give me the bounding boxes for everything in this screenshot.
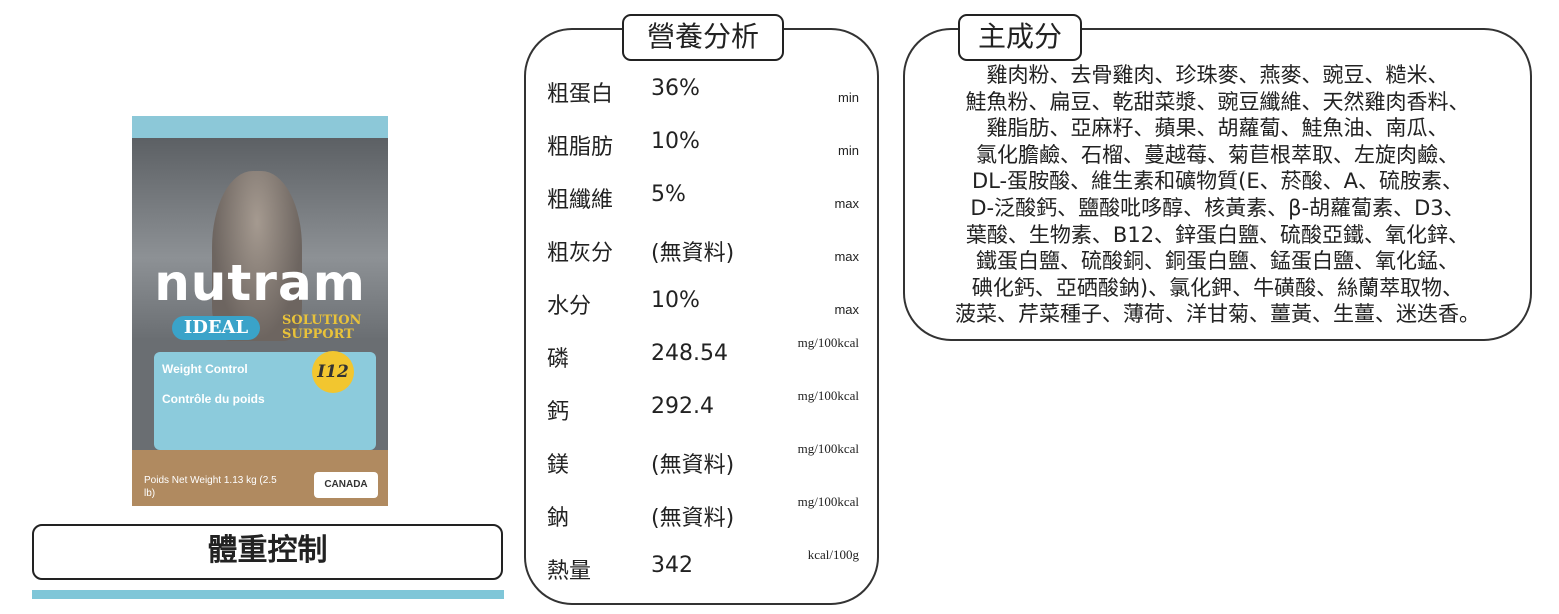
nutrition-row: 熱量 342 kcal/100g [547,547,859,593]
product-title: 體重控制 [32,524,503,580]
nutrient-value: 292.4 [651,394,714,419]
nutrient-label: 粗灰分 [547,241,614,266]
nutrient-label: 粗脂肪 [547,135,614,160]
line-subtitle: SOLUTION SUPPORT [282,313,362,342]
nutrient-value: 342 [651,553,693,578]
cat-illustration [212,171,302,341]
nutrition-row: 粗脂肪 10% min [547,129,859,169]
nutrient-value: 248.54 [651,341,728,366]
nutrition-row: 水分 10% max [547,288,859,328]
nutrient-label: 粗纖維 [547,188,614,213]
net-weight: Poids Net Weight 1.13 kg (2.5 lb) [144,475,277,499]
nutrient-value: 10% [651,288,700,313]
nutrient-unit: min [838,143,859,158]
nutrition-title: 營養分析 [622,14,784,61]
ingredients-line: 菠菜、芹菜種子、薄荷、洋甘菊、薑黃、生薑、迷迭香。 [955,302,1480,327]
nutrient-unit: mg/100kcal [797,441,859,456]
nutrient-unit: mg/100kcal [797,388,859,403]
ingredients-line: 雞脂肪、亞麻籽、蘋果、胡蘿蔔、鮭魚油、南瓜、 [986,116,1449,141]
nutrient-label: 鈉 [547,506,570,531]
product-name-fr: Contrôle du poids [162,392,265,406]
origin-label: CANADA [314,472,378,498]
nutrition-row: 粗灰分 (無資料) max [547,235,859,275]
ingredients-list: 雞肉粉、去骨雞肉、珍珠麥、燕麥、豌豆、糙米、鮭魚粉、扁豆、乾甜菜漿、豌豆纖維、天… [905,62,1530,328]
nutrition-row: 粗纖維 5% max [547,182,859,222]
nutrient-label: 水分 [547,294,592,319]
nutrient-unit: max [834,302,859,317]
nutrition-row: 鈉 (無資料) mg/100kcal [547,494,859,540]
ingredients-line: 雞肉粉、去骨雞肉、珍珠麥、燕麥、豌豆、糙米、 [986,63,1449,87]
ingredients-line: D-泛酸鈣、鹽酸吡哆醇、核黃素、β-胡蘿蔔素、D3、 [970,195,1465,220]
nutrition-row: 磷 248.54 mg/100kcal [547,335,859,381]
nutrient-unit: max [834,249,859,264]
ingredients-line: 鮭魚粉、扁豆、乾甜菜漿、豌豆纖維、天然雞肉香料、 [965,89,1470,114]
bag-top-band [132,116,388,138]
ingredients-panel [903,28,1532,341]
nutrient-label: 鈣 [547,400,570,425]
nutrient-unit: min [838,90,859,105]
nutrient-label: 磷 [547,347,570,372]
nutrient-value: 10% [651,129,700,154]
nutrient-label: 鎂 [547,453,570,478]
line-badge: IDEAL [172,316,260,340]
product-code-badge: I12 [312,351,354,393]
ingredients-line: 葉酸、生物素、B12、鋅蛋白鹽、硫酸亞鐵、氧化鋅、 [965,222,1470,247]
nutrient-label: 粗蛋白 [547,82,614,107]
ingredients-line: DL-蛋胺酸、維生素和礦物質(E、菸酸、A、硫胺素、 [972,169,1463,194]
nutrition-row: 鈣 292.4 mg/100kcal [547,388,859,434]
nutrient-unit: mg/100kcal [797,335,859,350]
nutrient-unit: kcal/100g [807,547,859,562]
nutrient-value: (無資料) [651,453,735,478]
ingredients-title: 主成分 [958,14,1082,61]
product-image: nutram IDEAL SOLUTION SUPPORT Weight Con… [132,116,388,506]
nutrient-value: 5% [651,182,686,207]
nutrient-unit: max [834,196,859,211]
accent-bar [32,590,504,599]
product-name-en: Weight Control [162,362,248,376]
nutrition-row: 鎂 (無資料) mg/100kcal [547,441,859,487]
nutrition-row: 粗蛋白 36% min [547,76,859,116]
nutrition-panel [524,28,879,605]
brand-logo: nutram [154,254,366,312]
nutrient-label: 熱量 [547,559,592,584]
ingredients-line: 鐵蛋白鹽、硫酸銅、銅蛋白鹽、錳蛋白鹽、氧化錳、 [976,249,1459,274]
ingredients-line: 碘化鈣、亞硒酸鈉)、氯化鉀、牛磺酸、絲蘭萃取物、 [971,275,1464,300]
ingredients-line: 氯化膽鹼、石榴、蔓越莓、菊苣根萃取、左旋肉鹼、 [976,142,1459,167]
nutrient-value: (無資料) [651,241,735,266]
nutrient-value: 36% [651,76,700,101]
nutrient-unit: mg/100kcal [797,494,859,509]
nutrient-value: (無資料) [651,506,735,531]
